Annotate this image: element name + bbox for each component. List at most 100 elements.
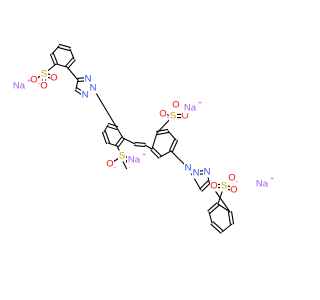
double-bond-b6-b1 — [49, 54, 56, 66]
double-bond-q5-q6 — [150, 149, 160, 159]
negative-charge: - — [114, 165, 116, 172]
single-bond-q2-q3 — [167, 130, 177, 141]
sulfur-atom-background — [169, 110, 177, 122]
nitrogen-atom: N — [82, 90, 89, 101]
positive-charge: + — [27, 78, 31, 85]
single-bond-w2-w3 — [208, 211, 213, 224]
sodium-ion: Na — [13, 81, 26, 92]
sulfur-atom: S — [41, 69, 47, 80]
double-bond-b2-b3 — [65, 57, 74, 67]
sulfur-atom-background — [40, 68, 48, 80]
double-bond-v1-v2 — [134, 141, 146, 144]
double-bond-q3-q4 — [171, 140, 179, 153]
single-bond-q6-q1 — [151, 132, 158, 150]
positive-charge: + — [270, 176, 274, 183]
oxygen-atom: O — [30, 75, 37, 86]
oxygen-atom: O — [172, 100, 179, 111]
oxygen-atom-background — [50, 72, 58, 84]
oxygen-atom: O — [210, 181, 217, 192]
sodium-ion-background — [255, 178, 269, 190]
double-bond-u4-u5 — [201, 182, 211, 192]
double-bond-b4-b5 — [58, 43, 71, 49]
nitrogen-atom: N — [204, 167, 211, 178]
single-bond-q4-q5 — [159, 150, 172, 158]
double-bond-b2-b3 — [67, 59, 76, 69]
single-bond-t3-r1 — [92, 87, 118, 129]
nitrogen-atom: N — [90, 83, 97, 94]
nitrogen-atom: N — [193, 168, 200, 179]
oxygen-atom: O — [230, 185, 237, 196]
sulfur-atom: S — [170, 111, 176, 122]
nitrogen-atom-background — [192, 167, 200, 179]
oxygen-atom: O — [106, 159, 113, 170]
nitrogen-atom-background — [81, 89, 89, 101]
double-bond-r1-r2 — [106, 125, 118, 131]
sodium-ion-background — [12, 80, 26, 92]
bond-layer — [33, 43, 236, 234]
oxygen-atom-background — [228, 172, 236, 184]
sulfur-atom-background — [220, 180, 228, 192]
double-bond-b4-b5 — [58, 46, 71, 52]
oxygen-atom-background — [172, 99, 180, 111]
single-bond-b2-t1 — [66, 66, 79, 81]
sodium-ion: Na — [128, 155, 141, 166]
double-bond-w1-w2 — [207, 202, 218, 212]
oxygen-atom-background — [30, 74, 38, 86]
double-bond-r5-r6 — [117, 138, 125, 148]
single-bond-v2-q6 — [144, 144, 153, 150]
double-bond-r1-r2 — [107, 122, 119, 128]
double-bond-w3-w4 — [210, 223, 222, 234]
sodium-ion: Na — [184, 103, 197, 114]
single-bond-b5-b6 — [51, 45, 60, 55]
nitrogen-atom-background — [184, 162, 192, 174]
double-bond-v1-v2 — [134, 145, 146, 148]
double-bond-w3-w4 — [212, 221, 224, 232]
oxygen-atom-background — [106, 158, 114, 170]
double-bond-w5-w6 — [227, 211, 231, 225]
oxygen-atom: O — [228, 173, 235, 184]
sulfur-atom: S — [221, 181, 227, 192]
double-bond-q1-q2 — [156, 132, 169, 136]
single-bond-r6-v1 — [122, 137, 136, 145]
double-bond-r3-r4 — [104, 130, 111, 144]
double-bond-w5-w6 — [231, 211, 235, 225]
positive-charge: + — [198, 100, 202, 107]
double-bond-b6-b1 — [52, 52, 59, 64]
oxygen-atom-background — [40, 80, 48, 92]
sodium-ion-background — [127, 154, 141, 166]
double-bond-u4-u5 — [199, 180, 209, 190]
sodium-ion-background — [183, 102, 197, 114]
oxygen-atom-background — [159, 108, 167, 120]
nitrogen-atom-background — [84, 73, 92, 85]
oxygen-atom: O — [40, 81, 47, 92]
single-bond-r2-r3 — [103, 124, 109, 133]
nitrogen-atom: N — [85, 74, 92, 85]
double-bond-w1-w2 — [209, 204, 220, 214]
negative-charge: - — [236, 179, 238, 186]
sulfur-atom: S — [119, 151, 125, 162]
oxygen-atom: O — [181, 111, 188, 122]
double-bond-r3-r4 — [101, 131, 108, 145]
sulfur-atom-background — [118, 150, 126, 162]
double-bond-q5-q6 — [152, 147, 162, 157]
negative-charge: - — [38, 81, 40, 88]
oxygen-atom-background — [230, 184, 238, 196]
oxygen-atom-background — [181, 110, 189, 122]
nitrogen-atom: N — [185, 163, 192, 174]
single-bond-b1-b2 — [55, 63, 68, 68]
nitrogen-atom-background — [203, 166, 211, 178]
negative-charge: - — [167, 115, 169, 122]
positive-charge: + — [142, 152, 146, 159]
oxygen-atom: O — [50, 73, 57, 84]
double-bond-q3-q4 — [168, 138, 176, 151]
sodium-ion: Na — [256, 179, 269, 190]
single-bond-t5-t1 — [75, 79, 79, 90]
single-bond-w6-w1 — [217, 203, 231, 213]
nitrogen-atom-background — [89, 82, 97, 94]
single-bond-w4-w5 — [221, 223, 233, 233]
oxygen-atom-background — [210, 180, 218, 192]
single-bond-b3-b4 — [69, 48, 75, 60]
double-bond-r5-r6 — [115, 136, 123, 146]
